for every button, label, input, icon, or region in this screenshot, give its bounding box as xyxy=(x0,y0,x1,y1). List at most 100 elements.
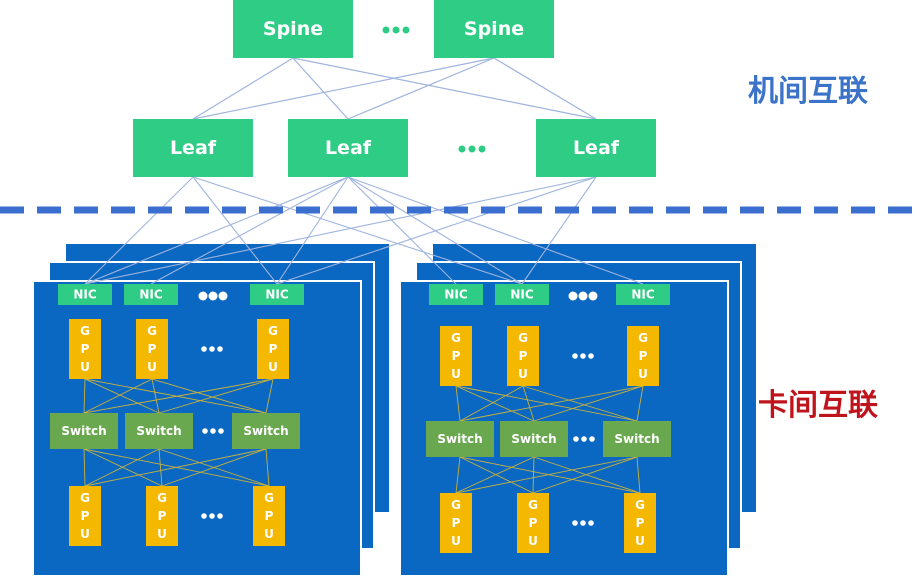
server-right-nic-label: NIC xyxy=(444,288,468,302)
gpu-box xyxy=(440,493,472,553)
server-right-nic: NIC xyxy=(495,284,549,305)
leaf-switch: Leaf xyxy=(536,119,656,177)
spine-leaf-link xyxy=(192,57,294,120)
gpu-box xyxy=(253,486,285,546)
server-left-mesh-link xyxy=(265,378,274,414)
ellipsis-dot xyxy=(478,145,486,153)
gpu-letter: P xyxy=(452,349,461,363)
inter-node-title: 机间互联 xyxy=(748,74,868,109)
gpu-letter: G xyxy=(635,498,645,512)
gpu-box xyxy=(69,486,101,546)
gpu-letter: P xyxy=(269,342,278,356)
gpu: GPU xyxy=(257,319,289,379)
ellipsis-dot xyxy=(218,291,228,301)
gpu-letter: P xyxy=(81,342,90,356)
server-right-nic: NIC xyxy=(429,284,483,305)
leaf-ellipsis xyxy=(458,145,486,153)
server-left-nic-ellipsis xyxy=(198,291,228,301)
ellipsis-dot xyxy=(578,291,588,301)
ellipsis-dot xyxy=(458,145,466,153)
leaf-nic-link xyxy=(84,176,597,285)
gpu-letter: U xyxy=(157,527,167,541)
server-right-mesh-link xyxy=(533,456,641,494)
server-left-nic: NIC xyxy=(58,284,112,305)
leaf-nic-link xyxy=(276,176,349,285)
server-left-mesh-link xyxy=(83,378,153,414)
server-left-gpu-top-ellipsis xyxy=(201,346,223,352)
server-right-mesh-link xyxy=(455,385,535,422)
server-left-nic-box xyxy=(124,284,178,305)
server-right-switch-ellipsis xyxy=(573,436,595,442)
ellipsis-dot xyxy=(588,353,594,359)
server-right-mesh-link xyxy=(459,456,641,494)
server-left-nic-label: NIC xyxy=(265,288,289,302)
server-right-mesh-link xyxy=(459,456,534,494)
server-left-switch: Switch xyxy=(125,413,193,449)
server-left-nic-box xyxy=(58,284,112,305)
gpu-letter: G xyxy=(147,324,157,338)
gpu: GPU xyxy=(440,493,472,553)
gpu-box xyxy=(507,326,539,386)
ellipsis-dot xyxy=(588,520,594,526)
server-right-mesh-link xyxy=(522,385,638,422)
server-right-mesh-link xyxy=(455,456,461,494)
spine-switch-box xyxy=(233,0,353,58)
gpu: GPU xyxy=(69,486,101,546)
gpu-box xyxy=(146,486,178,546)
gpu-letter: P xyxy=(639,349,648,363)
server-right-switch: Switch xyxy=(603,421,671,457)
leaf-nic-link xyxy=(192,176,278,285)
leaf-nic-link xyxy=(276,176,597,285)
server-left-switch-label: Switch xyxy=(61,424,106,438)
ellipsis-dot xyxy=(588,291,598,301)
server-right-mesh-link xyxy=(459,385,644,422)
gpu-letter: G xyxy=(638,331,648,345)
ellipsis-dot xyxy=(392,26,400,34)
ellipsis-dot xyxy=(382,26,390,34)
server-right-mesh-link xyxy=(636,456,641,494)
spine-switch-label: Spine xyxy=(464,18,524,40)
server-right-mesh-link xyxy=(532,456,638,494)
server-right-mesh-link xyxy=(522,385,535,422)
gpu-letter: U xyxy=(80,527,90,541)
server-right-switch-label: Switch xyxy=(437,432,482,446)
ellipsis-dot xyxy=(198,291,208,301)
server-right-switch: Switch xyxy=(500,421,568,457)
gpu-letter: U xyxy=(147,360,157,374)
server-left-nic-box xyxy=(250,284,304,305)
server-left-mesh-link xyxy=(83,448,163,487)
ellipsis-dot xyxy=(568,291,578,301)
gpu-letter: P xyxy=(265,509,274,523)
server-right-mesh-link xyxy=(455,456,638,494)
gpu-letter: P xyxy=(519,349,528,363)
leaf-switch: Leaf xyxy=(133,119,253,177)
server-left-mesh-link xyxy=(265,448,270,487)
leaf-nic-link xyxy=(347,176,457,285)
gpu: GPU xyxy=(440,326,472,386)
gpu: GPU xyxy=(146,486,178,546)
ellipsis-dot xyxy=(402,26,410,34)
gpu-box xyxy=(517,493,549,553)
server-right-gpu-top-ellipsis xyxy=(572,353,594,359)
gpu: GPU xyxy=(627,326,659,386)
ellipsis-dot xyxy=(209,346,215,352)
gpu-letter: U xyxy=(451,367,461,381)
gpu-letter: U xyxy=(638,367,648,381)
gpu-letter: G xyxy=(80,324,90,338)
gpu: GPU xyxy=(136,319,168,379)
server-left-nic-label: NIC xyxy=(73,288,97,302)
gpu-letter: G xyxy=(157,491,167,505)
server-left-gpu-bottom-ellipsis xyxy=(201,513,223,519)
spine-leaf-link xyxy=(493,57,597,120)
server-left-mesh-link xyxy=(151,378,267,414)
gpu-letter: G xyxy=(451,331,461,345)
server-left-switch-label: Switch xyxy=(243,424,288,438)
server-right-switch-box xyxy=(500,421,568,457)
server-right-switch: Switch xyxy=(426,421,494,457)
gpu-box xyxy=(136,319,168,379)
gpu-letter: U xyxy=(264,527,274,541)
server-right-nic-label: NIC xyxy=(510,288,534,302)
gpu: GPU xyxy=(69,319,101,379)
leaf-nic-link xyxy=(84,176,194,285)
